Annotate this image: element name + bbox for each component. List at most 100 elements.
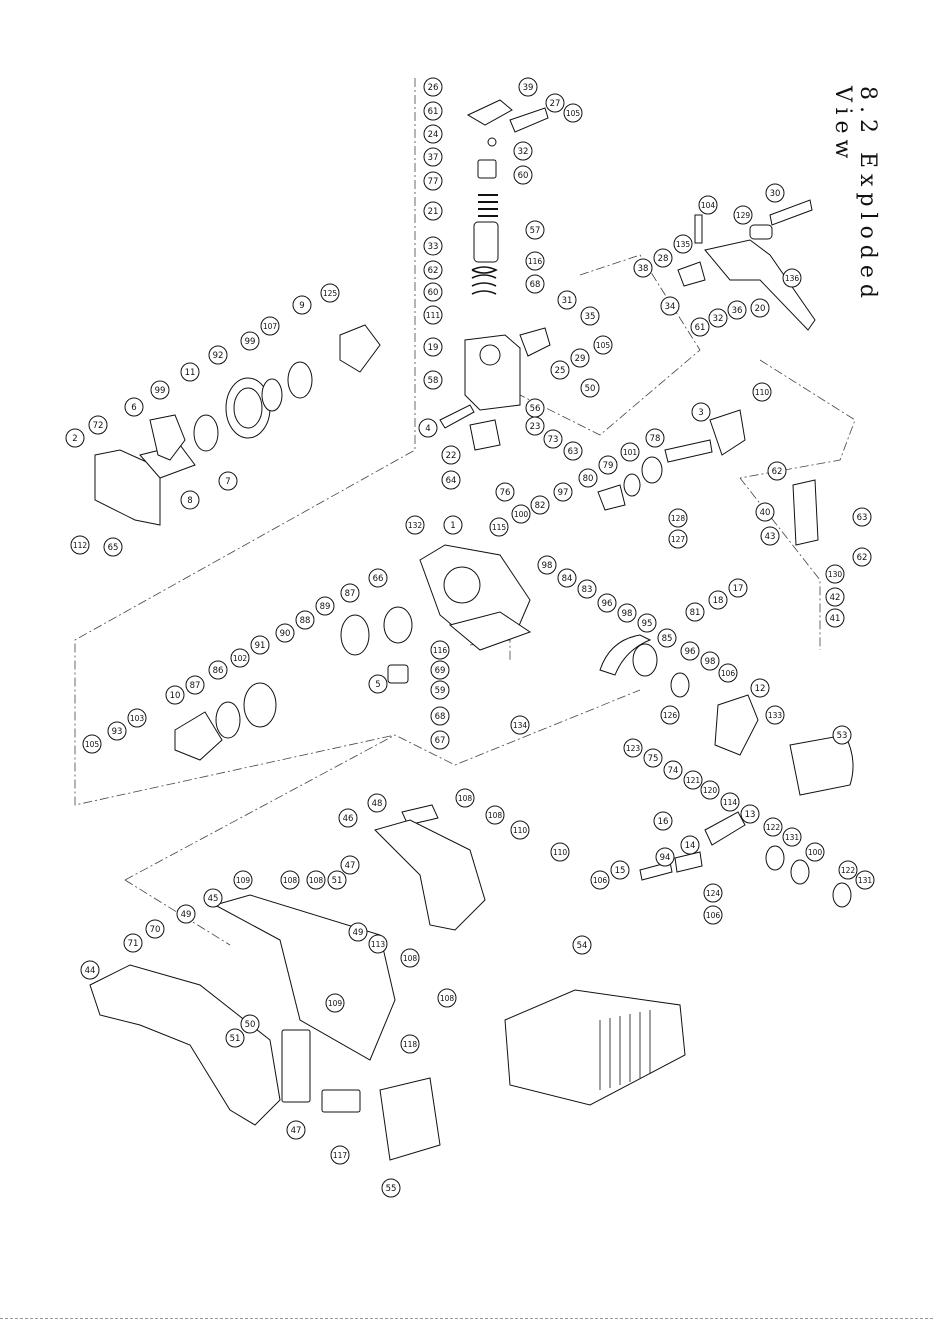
callout-c129: 129	[733, 205, 753, 225]
callout-balloon	[430, 680, 450, 700]
callout-c107: 107	[260, 316, 280, 336]
callout-balloon	[553, 482, 573, 502]
callout-balloon	[441, 445, 461, 465]
callout-c49a: 49	[176, 904, 196, 924]
callout-label: 62	[857, 553, 868, 563]
trigger-assembly	[677, 199, 816, 331]
callout-balloon	[543, 429, 563, 449]
callout-balloon	[755, 502, 775, 522]
callout-balloon	[610, 860, 630, 880]
callout-c2: 2	[65, 428, 85, 448]
callout-balloon	[855, 870, 875, 890]
callout-label: 54	[577, 941, 588, 951]
bearing-131	[765, 845, 785, 871]
callout-c53: 53	[832, 725, 852, 745]
callout-balloon	[623, 738, 643, 758]
callout-balloon	[423, 337, 443, 357]
callout-label: 50	[585, 384, 596, 394]
callout-balloon	[660, 705, 680, 725]
callout-label: 101	[623, 448, 638, 457]
callout-c3: 3	[691, 402, 711, 422]
belt-95	[599, 634, 652, 676]
callout-label: 108	[309, 876, 324, 885]
callout-label: 66	[373, 574, 384, 584]
callout-balloon	[617, 603, 637, 623]
callout-label: 108	[458, 794, 473, 803]
link-114	[704, 811, 746, 846]
callout-balloon	[593, 335, 613, 355]
callout-balloon	[525, 220, 545, 240]
gear-11	[225, 377, 271, 439]
callout-label: 85	[662, 634, 673, 644]
pulley-85	[632, 643, 658, 677]
callout-label: 39	[523, 83, 534, 93]
callout-label: 106	[593, 876, 608, 885]
callout-label: 22	[446, 451, 457, 461]
callout-balloon	[663, 760, 683, 780]
callout-label: 65	[108, 543, 119, 553]
callout-c80: 80	[578, 468, 598, 488]
gear-89	[340, 614, 370, 656]
callout-balloon	[70, 535, 90, 555]
callout-balloon	[718, 663, 738, 683]
callout-balloon	[145, 919, 165, 939]
page-title: 8.2 Exploded View	[830, 86, 880, 304]
callout-label: 51	[230, 1034, 241, 1044]
callout-c11: 11	[180, 362, 200, 382]
callout-label: 86	[213, 666, 224, 676]
callout-balloon	[700, 651, 720, 671]
callout-c112: 112	[70, 535, 90, 555]
bracket-22	[469, 419, 501, 451]
callout-balloon	[306, 870, 326, 890]
callout-label: 21	[428, 207, 439, 217]
callout-balloon	[518, 77, 538, 97]
callout-c108c: 108	[280, 870, 300, 890]
callout-label: 32	[518, 147, 529, 157]
callout-label: 40	[760, 508, 771, 518]
callout-c70: 70	[145, 919, 165, 939]
callout-balloon	[423, 147, 443, 167]
callout-label: 107	[263, 322, 278, 331]
callout-c20: 20	[750, 298, 770, 318]
callout-label: 49	[353, 928, 364, 938]
callout-c100a: 100	[511, 504, 531, 524]
callout-label: 99	[245, 337, 256, 347]
switch-25	[519, 327, 551, 357]
callout-c97: 97	[553, 482, 573, 502]
callout-label: 53	[837, 731, 848, 741]
sleeve-21	[473, 221, 499, 263]
terminal-117	[321, 1089, 361, 1113]
callout-balloon	[832, 725, 852, 745]
callout-c102: 102	[230, 648, 250, 668]
flange-10	[174, 711, 223, 761]
callout-c116b: 116	[430, 640, 450, 660]
lever-4	[439, 404, 475, 429]
callout-label: 42	[830, 593, 841, 603]
callout-balloon	[400, 948, 420, 968]
callout-balloon	[703, 883, 723, 903]
callout-label: 51	[332, 876, 343, 886]
callout-label: 24	[428, 130, 439, 140]
callout-balloon	[180, 490, 200, 510]
callout-balloon	[185, 675, 205, 695]
callout-balloon	[315, 596, 335, 616]
callout-balloon	[418, 418, 438, 438]
callout-c96a: 96	[597, 593, 617, 613]
callout-balloon	[103, 537, 123, 557]
callout-label: 31	[562, 296, 573, 306]
callout-c128: 128	[668, 508, 688, 528]
callout-label: 70	[150, 925, 161, 935]
callout-balloon	[720, 792, 740, 812]
callout-c42: 42	[825, 587, 845, 607]
callout-balloon	[525, 251, 545, 271]
callout-c87: 87	[340, 583, 360, 603]
callout-balloon	[700, 780, 720, 800]
callout-label: 68	[435, 712, 446, 722]
callout-balloon	[338, 808, 358, 828]
callout-label: 108	[440, 994, 455, 1003]
callout-c106a: 106	[718, 663, 738, 683]
callout-c109b: 109	[325, 993, 345, 1013]
callout-balloon	[423, 171, 443, 191]
callout-c27: 27	[545, 93, 565, 113]
callout-c54: 54	[572, 935, 592, 955]
